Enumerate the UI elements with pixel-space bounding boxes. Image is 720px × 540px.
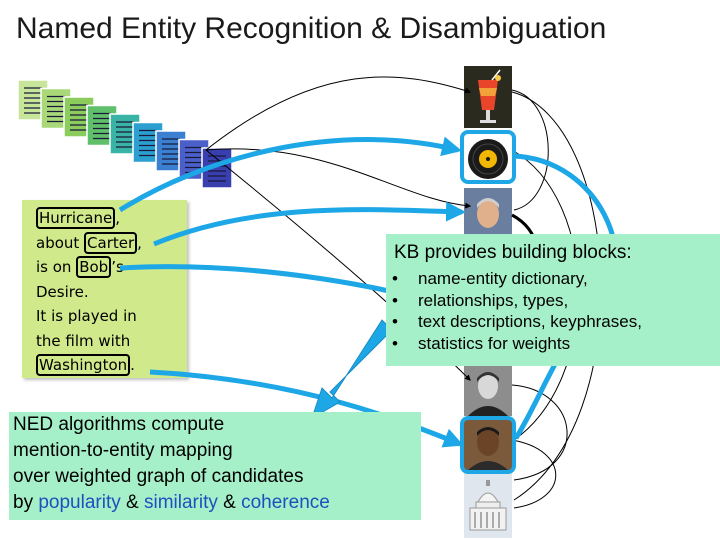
mention-hurricane[interactable]: Hurricane [36,207,116,229]
note-line-2: about Carter, [36,231,142,254]
kb-list: •name-entity dictionary, •relationships,… [392,268,642,354]
ned-line-4: by popularity & similarity & coherence [13,492,330,513]
document-icon [201,147,233,189]
portrait-icon[interactable] [464,366,512,416]
mention-carter[interactable]: Carter [84,231,138,254]
ned-line-1: NED algorithms compute [13,414,225,435]
note-line-4: Desire. [36,282,89,301]
kb-building-blocks-box: KB provides building blocks: •name-entit… [386,234,720,366]
vinyl-record-icon[interactable] [464,132,512,186]
kb-item: •text descriptions, keyphrases, [392,312,642,331]
slide-title: Named Entity Recognition & Disambiguatio… [16,12,607,45]
note-line-1: Hurricane, [36,206,142,231]
ned-line-2: mention-to-entity mapping [13,440,233,461]
mention-bob[interactable]: Bob [76,256,112,278]
term-popularity: popularity [38,492,121,513]
note-line-3: is on Bob’s [36,256,124,278]
text-note: Hurricane, about Carter, is on Bob’s Des… [22,200,187,378]
term-similarity: similarity [143,492,218,513]
kb-item: •statistics for weights [392,333,571,353]
note-line-5: It is played in [36,307,137,325]
kb-item: •name-entity dictionary, [392,269,588,288]
note-line-6: the film with [36,331,131,350]
ned-line-3: over weighted graph of candidates [13,466,304,487]
ned-algorithms-box: NED algorithms compute mention-to-entity… [9,412,421,520]
cocktail-icon[interactable] [464,66,512,128]
kb-header: KB provides building blocks: [394,242,632,263]
mention-washington[interactable]: Washington [36,354,131,376]
term-coherence: coherence [241,492,330,513]
note-line-7: Washington. [36,353,142,378]
capitol-building-icon[interactable] [464,472,512,538]
kb-item: •relationships, types, [392,290,569,310]
portrait-icon[interactable] [464,420,512,470]
